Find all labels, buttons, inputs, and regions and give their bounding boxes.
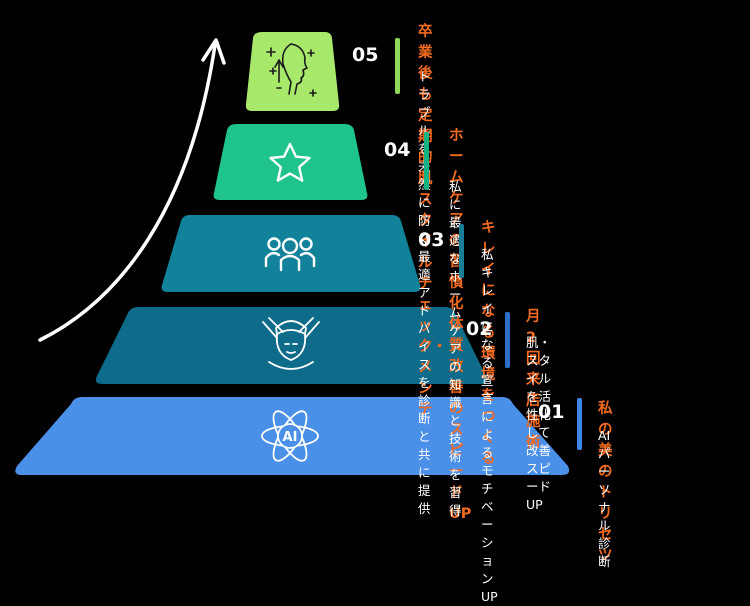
step-description: 私キレイになる宣言によるモチベ ーションUP [481,247,498,604]
step-title: ホームケアの習慣化 体質改善のスピードUP [449,128,472,522]
people-group-icon [264,237,316,272]
pyramid-svg: AI [15,32,570,475]
step-bar [395,38,400,94]
growth-arrow-icon [38,43,217,342]
face-sparkle-icon [266,43,317,97]
growth-arrow-head-icon [201,38,226,65]
step-number: 02 [466,318,493,340]
step-bar [505,312,510,368]
step-number: 01 [538,401,565,423]
step-bar [577,398,582,450]
step-number: 04 [384,139,411,161]
star-icon [269,142,311,182]
step-title: キレイになる環境をつくる [481,220,496,467]
step-description: AIパーソナル診断 [598,428,611,569]
pyramid-layer-2 [95,307,488,384]
step-number: 03 [418,229,445,251]
step-number: 05 [352,44,379,66]
step-bar [424,132,429,190]
face-towel-icon [262,317,320,370]
pyramid-diagram: AI [15,24,613,604]
step-description: 私に最適なホームケアの知識と技術を習得 [449,179,462,518]
pyramid-layer-4 [213,124,368,200]
step-description: 肌・スタイルを活性化して改善 スピードUP [526,335,552,512]
ai-icon-label: AI [283,430,298,445]
step-bar [459,224,464,278]
step-title: 月2回来店施術 [526,309,541,451]
ai-atom-icon [261,410,319,462]
